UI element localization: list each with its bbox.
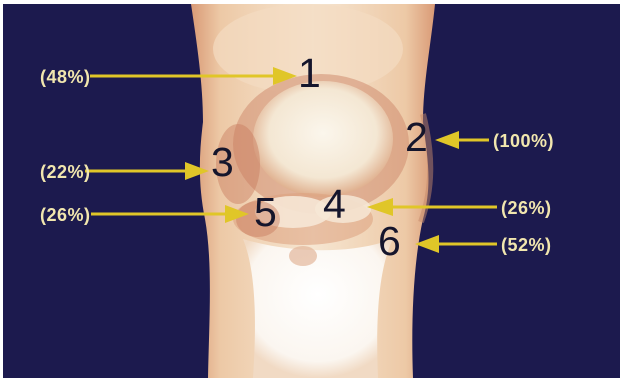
region-number-1: 1: [298, 50, 321, 96]
region-number-4: 4: [323, 181, 346, 227]
percent-label-1: (48%): [40, 67, 91, 87]
knee-photo-panel: (48%) (100%) (22%) (26%) (26%) (52%) 1 2…: [3, 4, 620, 378]
percent-label-2: (100%): [493, 131, 554, 151]
region-number-3: 3: [211, 139, 234, 185]
percent-label-4: (26%): [501, 198, 552, 218]
percent-label-5: (26%): [40, 205, 91, 225]
region-number-6: 6: [378, 218, 401, 264]
percent-label-6: (52%): [501, 235, 552, 255]
region-number-5: 5: [254, 189, 277, 235]
percent-label-3: (22%): [40, 162, 91, 182]
kneecap: [253, 81, 393, 197]
region-number-2: 2: [405, 114, 428, 160]
knee-illustration: (48%) (100%) (22%) (26%) (26%) (52%) 1 2…: [3, 4, 620, 378]
